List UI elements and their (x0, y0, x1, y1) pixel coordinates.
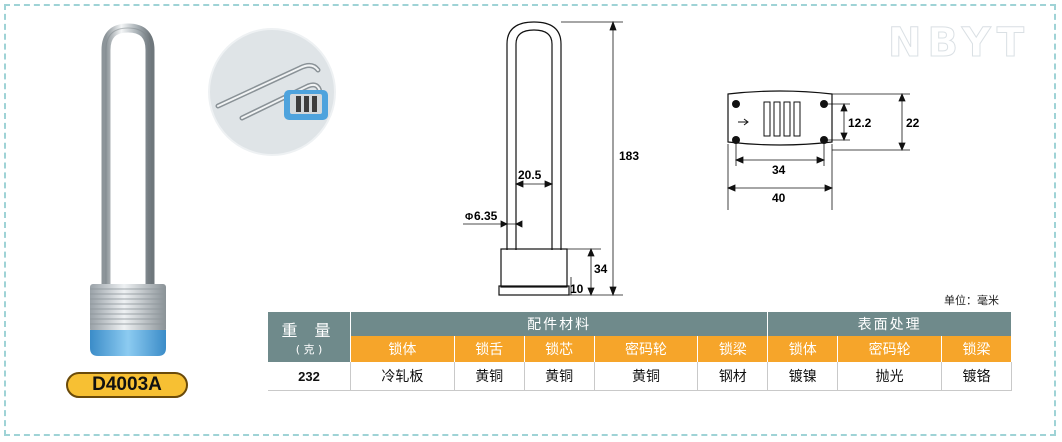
model-badge: D4003A (66, 372, 188, 398)
dim-height: 183 (619, 149, 639, 163)
value-cell: 抛光 (837, 362, 942, 391)
dim-hole-spacing-v: 12.2 (848, 116, 872, 130)
spec-group-header-row: 重 量 ( 克 ) 配件材料 表面处理 (268, 312, 1012, 362)
spec-table: 重 量 ( 克 ) 配件材料 表面处理 锁体 锁舌 锁芯 密码轮 锁梁 锁体 密… (268, 312, 1013, 391)
sub-header-cell: 锁舌 (454, 336, 525, 362)
dim-hole-spacing-h: 34 (772, 163, 786, 177)
sub-header-cell: 锁梁 (697, 336, 769, 362)
weight-label: 重 量 (281, 321, 337, 340)
unit-note: 单位：毫米 (944, 294, 999, 307)
dim-bottom-height: 10 (570, 282, 584, 296)
weight-value: 232 (268, 362, 351, 391)
surface-group-header: 表面处理 (767, 312, 1012, 336)
weight-unit: ( 克 ) (295, 343, 323, 356)
top-view-drawing: 12.2 22 34 40 (726, 90, 920, 210)
lock-bottom-outline (498, 285, 570, 296)
value-cell: 镀镍 (767, 362, 839, 391)
spec-value-row: 232 冷轧板 黄铜 黄铜 黄铜 钢材 镀镍 抛光 镀铬 (268, 362, 1013, 391)
brand-watermark: NBYT (887, 20, 1031, 67)
sub-header-cell: 密码轮 (837, 336, 942, 362)
sub-header-cell: 锁体 (767, 336, 839, 362)
lock-body-outline (500, 248, 568, 288)
sub-header-cell: 密码轮 (594, 336, 699, 362)
sub-header-cell: 锁梁 (941, 336, 1013, 362)
sub-header-cell: 锁芯 (524, 336, 595, 362)
value-cell: 黄铜 (524, 362, 595, 391)
weight-header: 重 量 ( 克 ) (268, 312, 351, 362)
top-view-body-outline (727, 90, 833, 146)
parts-group-header: 配件材料 (350, 312, 769, 336)
dim-body-depth: 22 (906, 116, 920, 130)
value-cell: 冷轧板 (350, 362, 455, 391)
front-view-drawing: 183 20.5 Φ 6.35 34 10 (463, 20, 639, 297)
padlock-photo (90, 23, 166, 356)
dim-shackle-width: 20.5 (518, 168, 542, 182)
dim-body-width: 40 (772, 191, 786, 205)
sub-header-cell: 锁体 (350, 336, 455, 362)
spec-sub-header-row: 锁体 锁舌 锁芯 密码轮 锁梁 锁体 密码轮 锁梁 (268, 336, 1013, 362)
dim-diameter-symbol: Φ (465, 212, 473, 223)
dim-body-height: 34 (594, 262, 608, 276)
page-frame (4, 4, 1056, 436)
shackle-outer-outline (506, 21, 562, 250)
padlock-inset-photo (208, 28, 336, 156)
dim-shackle-diameter: 6.35 (474, 209, 498, 223)
value-cell: 镀铬 (941, 362, 1013, 391)
value-cell: 黄铜 (594, 362, 699, 391)
shackle-inner-outline (515, 29, 553, 250)
value-cell: 钢材 (697, 362, 769, 391)
value-cell: 黄铜 (454, 362, 525, 391)
